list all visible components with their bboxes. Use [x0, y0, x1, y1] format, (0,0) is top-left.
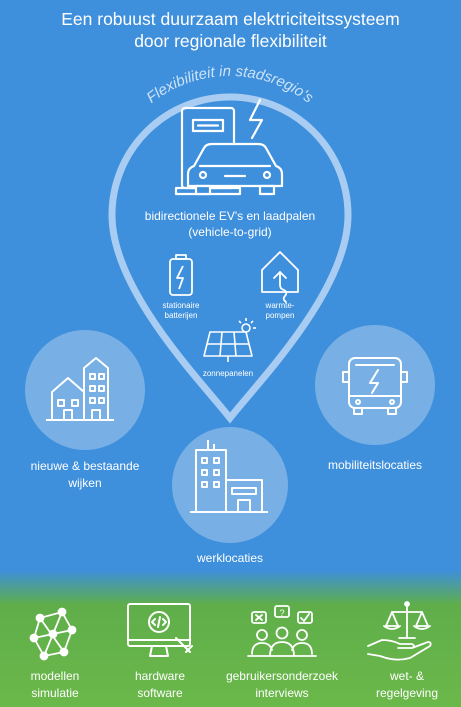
method-label-modeling-line-1: modellen	[30, 669, 80, 683]
electric-bus-icon	[342, 357, 408, 415]
heat-pump-icon	[261, 251, 299, 303]
method-label-modeling: modellen simulatie	[8, 668, 102, 702]
heat-pump-label-line-1: warmte-	[265, 301, 295, 310]
method-label-hardware-line-2: software	[137, 686, 183, 700]
method-label-user-research: gebruikersonderzoek interviews	[212, 668, 352, 702]
title-line-1: Een robuust duurzaam elektriciteitssyste…	[61, 9, 400, 29]
method-label-legislation-line-1: wet- &	[389, 669, 424, 683]
scales-hand-icon	[367, 601, 432, 661]
flexibility-drop	[108, 93, 352, 424]
monitor-code-icon	[127, 603, 193, 657]
network-model-icon	[29, 607, 77, 661]
neighborhoods-label: nieuwe & bestaande wijken	[10, 458, 160, 492]
office-building-icon	[190, 440, 268, 513]
ev-charger-icon	[174, 98, 284, 196]
heat-pump-label-line-2: pompen	[265, 311, 295, 320]
method-label-legislation: wet- & regelgeving	[355, 668, 459, 702]
method-label-user-research-line-2: interviews	[255, 686, 309, 700]
method-label-hardware-line-1: hardware	[134, 669, 186, 683]
user-group-icon: ?	[247, 605, 317, 657]
ev-label-line-2: (vehicle-to-grid)	[188, 225, 272, 239]
ev-label-line-1: bidirectionele EV's en laadpalen	[144, 209, 316, 223]
page-title: Een robuust duurzaam elektriciteitssyste…	[0, 8, 461, 52]
mobility-circle	[315, 325, 435, 445]
solar-label: zonnepanelen	[202, 369, 254, 378]
ev-label: bidirectionele EV's en laadpalen (vehicl…	[130, 208, 330, 240]
method-label-user-research-line-1: gebruikersonderzoek	[225, 669, 339, 683]
svg-text:?: ?	[279, 608, 284, 618]
solar-panel-icon	[203, 318, 256, 362]
method-label-legislation-line-2: regelgeving	[375, 686, 439, 700]
mobility-label: mobiliteitslocaties	[327, 458, 423, 472]
battery-label-line-1: stationaire	[162, 301, 200, 310]
battery-label-line-2: batterijen	[164, 311, 198, 320]
method-label-hardware: hardware software	[113, 668, 207, 702]
battery-label: stationaire batterijen	[146, 301, 216, 321]
heat-pump-label: warmte- pompen	[245, 301, 315, 321]
title-line-2: door regionale flexibiliteit	[134, 31, 327, 51]
battery-icon	[169, 254, 193, 296]
neighborhoods-label-line-2: wijken	[68, 476, 102, 490]
workplaces-label: werklocaties	[196, 551, 264, 565]
houses-icon	[46, 357, 114, 421]
neighborhoods-label-line-1: nieuwe & bestaande	[30, 459, 140, 473]
workplaces-circle	[172, 427, 288, 543]
method-label-modeling-line-2: simulatie	[31, 686, 79, 700]
